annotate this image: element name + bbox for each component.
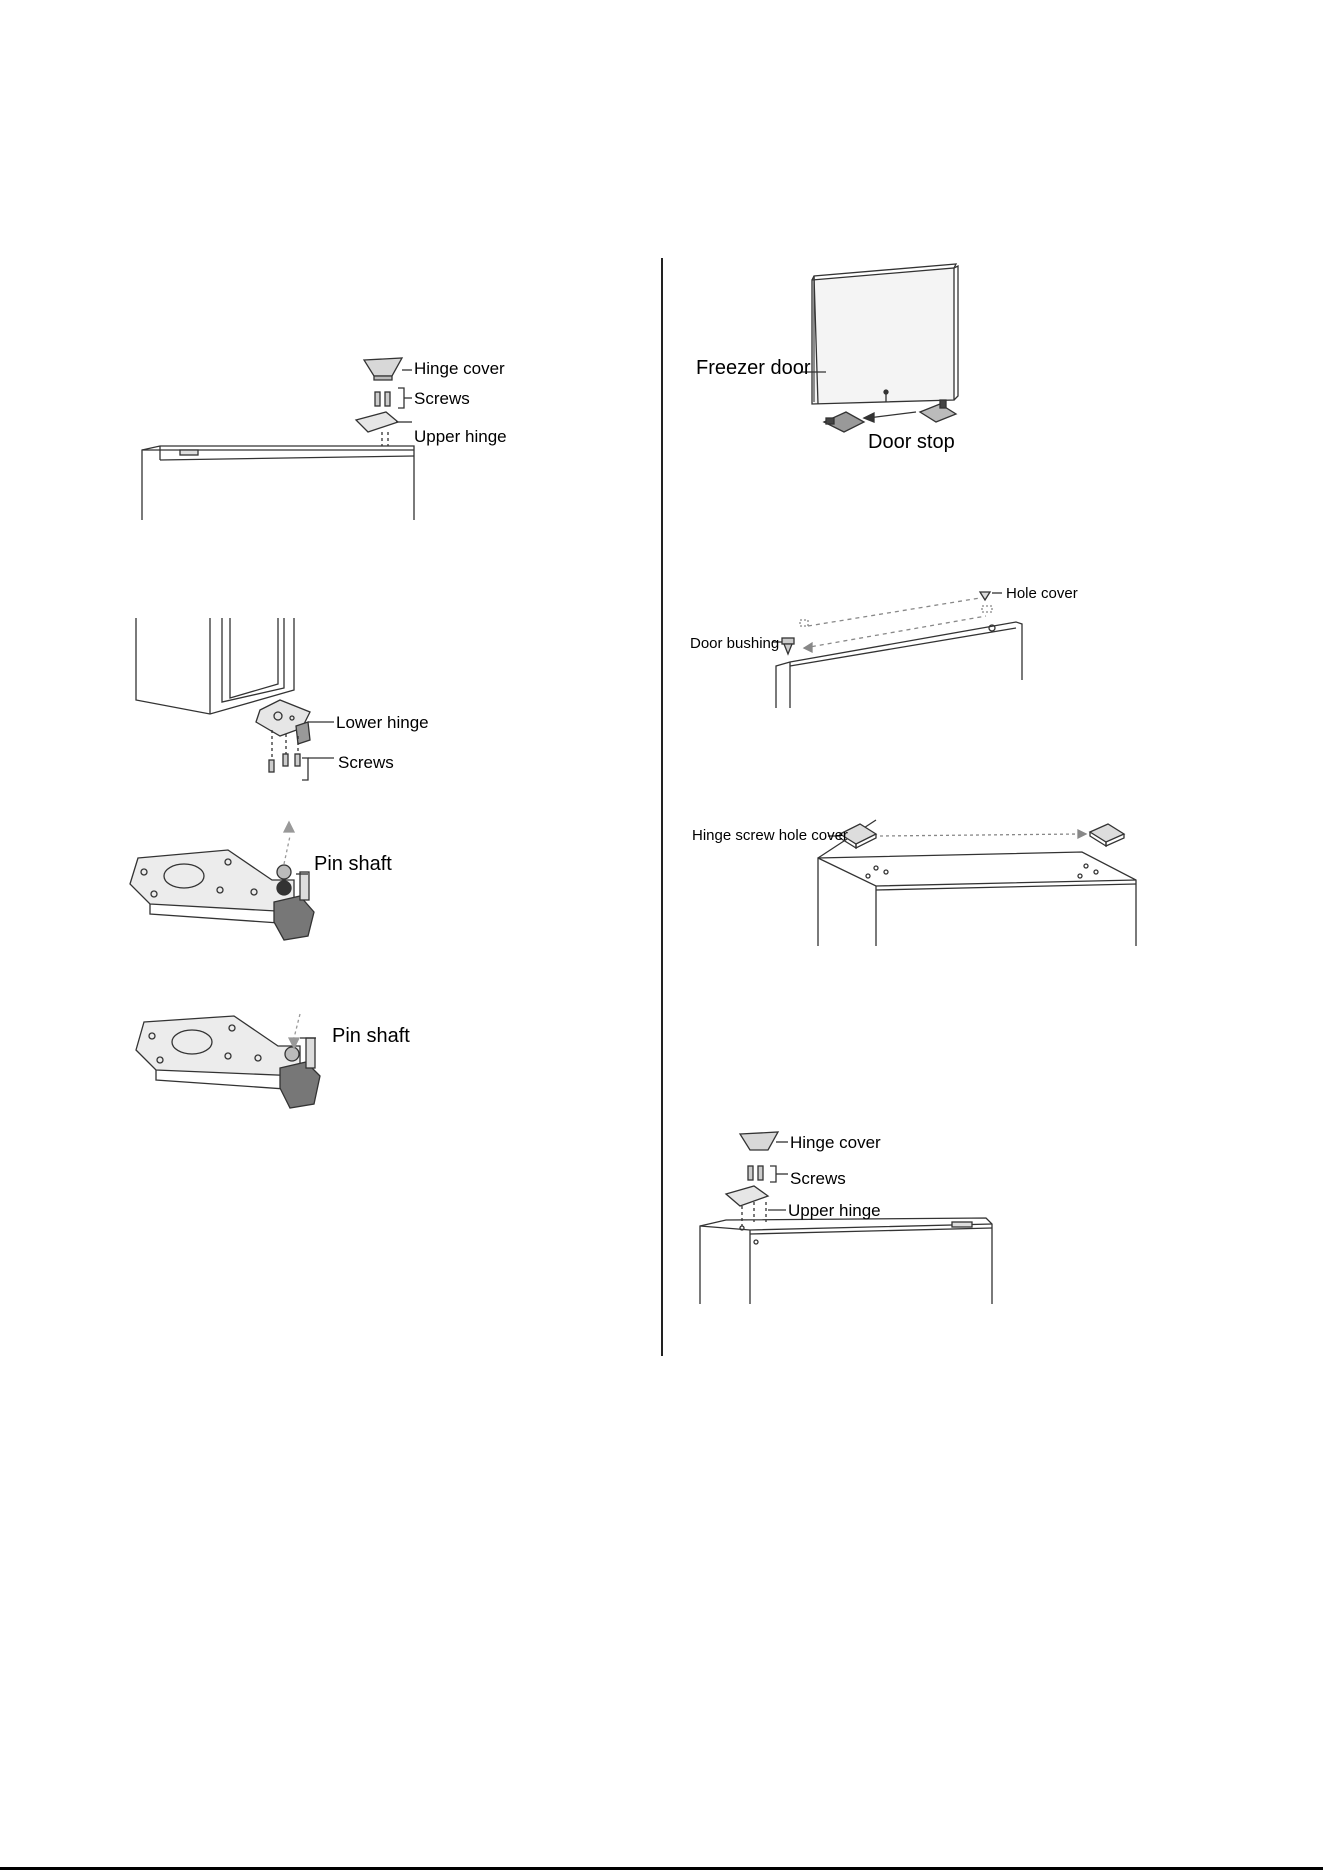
label-screws-right: Screws	[790, 1170, 846, 1187]
label-pin-shaft-bottom: Pin shaft	[332, 1026, 410, 1046]
figure-pin-shaft-remove: Pin shaft	[124, 832, 544, 952]
label-hole-cover: Hole cover	[1006, 586, 1078, 601]
figure-door-bushing: Hole cover Door bushing	[690, 576, 1120, 716]
column-divider	[661, 258, 663, 1356]
label-door-stop: Door stop	[868, 432, 955, 452]
figure-hinge-screw-hole-cover: Hinge screw hole cover	[690, 820, 1150, 952]
label-hinge-cover-right: Hinge cover	[790, 1134, 881, 1151]
figure-upper-hinge-right: Hinge cover Screws Upper hinge	[696, 1130, 1116, 1310]
pin-shaft-remove-illustration	[124, 832, 544, 952]
figure-freezer-door: Freezer door Door stop	[694, 262, 1124, 462]
label-lower-hinge: Lower hinge	[336, 714, 429, 731]
label-door-bushing: Door bushing	[690, 636, 779, 651]
label-hinge-cover: Hinge cover	[414, 360, 505, 377]
figure-lower-hinge: Lower hinge Screws	[130, 618, 550, 788]
label-hinge-screw-hole-cover: Hinge screw hole cover	[692, 828, 848, 843]
upper-hinge-install-illustration	[696, 1130, 1116, 1310]
page-bottom-rule	[0, 1867, 1323, 1870]
figure-upper-hinge-left: Hinge cover Screws Upper hinge	[130, 350, 550, 530]
label-upper-hinge-right: Upper hinge	[788, 1202, 881, 1219]
figure-pin-shaft-insert: Pin shaft	[130, 1010, 550, 1130]
label-screws: Screws	[414, 390, 470, 407]
label-freezer-door: Freezer door	[696, 358, 811, 378]
label-pin-shaft-top: Pin shaft	[314, 854, 392, 874]
label-screws-lower: Screws	[338, 754, 394, 771]
label-upper-hinge: Upper hinge	[414, 428, 507, 445]
